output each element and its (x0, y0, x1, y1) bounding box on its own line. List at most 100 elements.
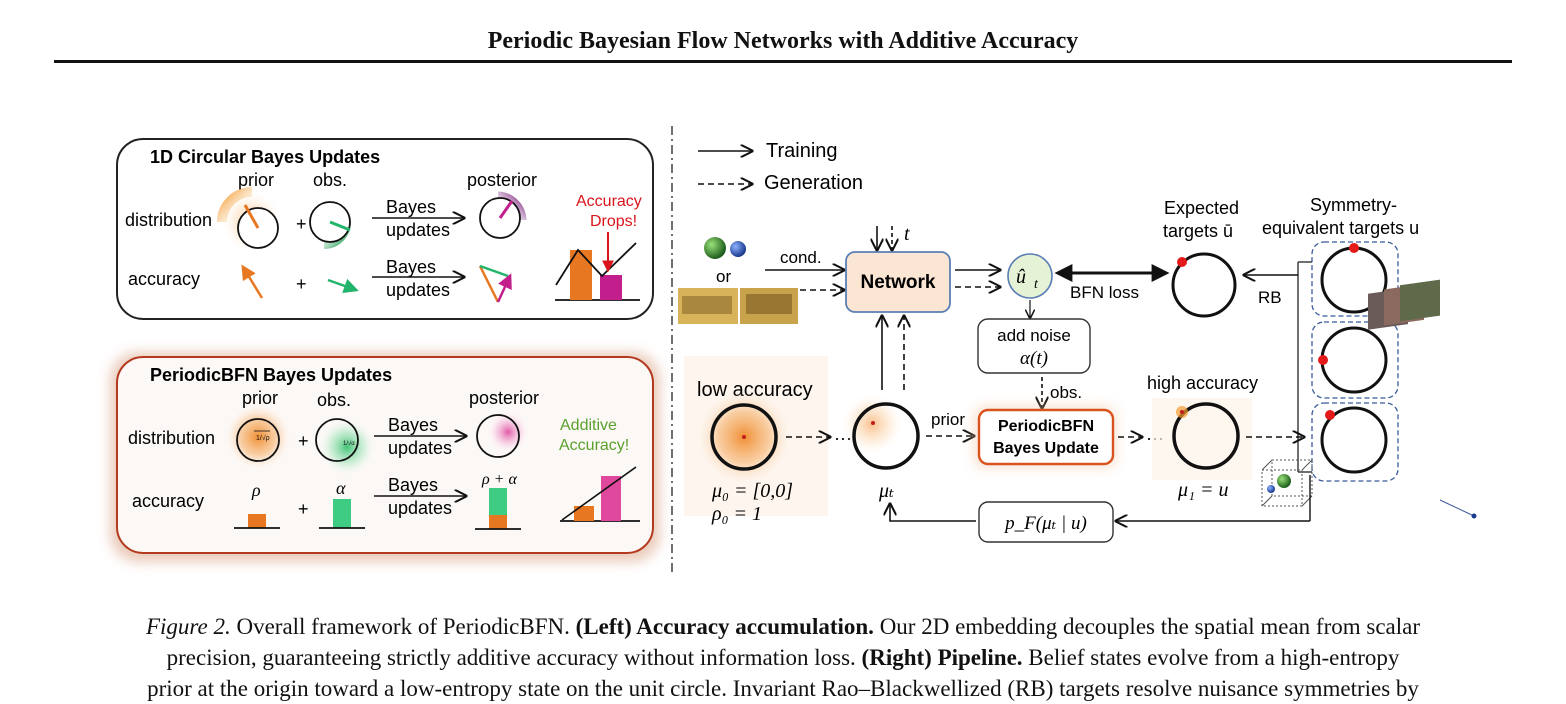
caption-line-2: precision, guaranteeing strictly additiv… (54, 642, 1512, 673)
expected-line2: targets ū (1163, 221, 1233, 241)
high-accuracy-circle (1172, 402, 1240, 470)
caption-right-text: Belief states evolve from a high-entropy (1022, 645, 1400, 670)
mu0-label: μ₀ = [0,0] (711, 480, 793, 502)
symmetry-line1: Symmetry- (1310, 195, 1397, 215)
pbfn-row-distribution: distribution (128, 428, 215, 448)
panel-1d-circular: 1D Circular Bayes Updates distribution a… (116, 138, 654, 320)
updates-label-2: updates (386, 280, 450, 300)
pbfn-bayes-1: Bayes (388, 415, 438, 435)
rb-label: RB (1258, 288, 1282, 307)
pbfn-plus-1: + (298, 431, 309, 451)
rho-bar (234, 514, 280, 529)
pbfn-updates-2: updates (388, 498, 452, 518)
symmetry-line2: equivalent targets u (1262, 218, 1419, 238)
high-accuracy-label: high accuracy (1147, 373, 1258, 393)
network-box: Network (845, 251, 951, 313)
prior-distribution-icon (217, 187, 282, 252)
prior-label-right: prior (931, 410, 965, 429)
add-noise-label: add noise (997, 326, 1071, 345)
accuracy-drops-line1: Accuracy (576, 193, 642, 210)
mu1-label: μ₁ = u (1177, 479, 1229, 501)
symmetry-target-2 (1311, 321, 1399, 399)
alpha-t-label: α(t) (1020, 348, 1048, 369)
pipeline-legend: Training Generation (698, 140, 863, 194)
obs-distribution-icon (309, 201, 351, 249)
figure: 1D Circular Bayes Updates distribution a… (110, 126, 1477, 572)
mut-circle (842, 394, 920, 470)
page-title: Periodic Bayesian Flow Networks with Add… (487, 28, 1079, 54)
figure-caption: Figure 2. Overall framework of PeriodicB… (54, 611, 1512, 704)
u-hat-node: û t (1007, 253, 1053, 299)
rho-plus-alpha-bar (475, 488, 521, 530)
title-rule (54, 60, 1512, 63)
bayes-label-1: Bayes (386, 197, 436, 217)
pbfn-prior-label: prior (242, 388, 278, 408)
pbfn-posterior-icon (476, 412, 528, 458)
caption-left-label: (Left) Accuracy accumulation. (575, 614, 874, 639)
rho-label: ρ (251, 480, 261, 500)
pbfn-plus-2: + (298, 499, 309, 519)
plus-sign: + (296, 214, 307, 234)
expected-target-circle (1171, 252, 1237, 318)
rho-plus-alpha-label: ρ + α (481, 471, 517, 488)
prior-label: prior (238, 170, 274, 190)
time-var: t (904, 223, 910, 245)
caption-line-3: prior at the origin toward a low-entropy… (147, 676, 1419, 701)
pbfn-prior-icon: 1/√ρ (226, 405, 290, 469)
posterior-distribution-icon (479, 191, 527, 239)
caption-left-text: Our 2D embedding decouples the spatial m… (873, 614, 1421, 639)
pbfn-row-accuracy: accuracy (132, 491, 204, 511)
input-molecule-icon (704, 237, 746, 259)
unit-cell-icon (1261, 459, 1313, 507)
caption-right-label: (Right) Pipeline. (861, 645, 1023, 670)
additive-line2: Accuracy! (559, 437, 629, 454)
pbfn-bayes-2: Bayes (388, 475, 438, 495)
low-accuracy-circle (698, 391, 790, 483)
row-accuracy-label: accuracy (128, 269, 200, 289)
symmetry-target-3 (1311, 402, 1399, 482)
update-line2: Bayes Update (993, 440, 1099, 457)
obs-accuracy-arrow (327, 278, 359, 294)
posterior-accuracy-triangle (478, 264, 512, 303)
accuracy-drops-line2: Drops! (590, 213, 637, 230)
plus-sign-2: + (296, 274, 307, 294)
pf-to-mut-arrow (890, 504, 976, 522)
caption-intro: Overall framework of PeriodicBFN. (230, 614, 576, 639)
obs-label: obs. (313, 170, 347, 190)
network-label: Network (861, 272, 936, 293)
obs-label-right: obs. (1050, 383, 1082, 402)
u-hat-sub: t (1034, 277, 1039, 292)
accuracy-drops-bars (555, 232, 640, 301)
alpha-label: α (336, 478, 346, 498)
legend-training: Training (766, 140, 838, 162)
expected-line1: Expected (1164, 198, 1239, 218)
panel-1d-title: 1D Circular Bayes Updates (150, 147, 380, 167)
caption-line2-a: precision, guaranteeing strictly additiv… (166, 645, 862, 670)
add-noise-box: add noise α(t) (977, 318, 1091, 374)
additive-bars (560, 466, 640, 522)
input-crystal-images (678, 288, 798, 324)
image-slices-icon (1368, 279, 1477, 519)
rho0-label: ρ₀ = 1 (711, 503, 762, 525)
caption-fig-label: Figure 2. (145, 614, 231, 639)
legend-generation: Generation (764, 172, 863, 194)
additive-line1: Additive (560, 417, 617, 434)
update-line1: PeriodicBFN (998, 418, 1094, 435)
posterior-label: posterior (467, 170, 537, 190)
pbfn-updates-1: updates (388, 438, 452, 458)
prior-accuracy-arrow (241, 264, 264, 299)
cond-label: cond. (780, 248, 822, 267)
pbfn-obs-glyph: 1/√α (343, 440, 355, 447)
pbfn-obs-label: obs. (317, 390, 351, 410)
pbfn-posterior-label: posterior (469, 388, 539, 408)
row-distribution-label: distribution (125, 210, 212, 230)
bayes-label-2: Bayes (386, 257, 436, 277)
input-or-label: or (716, 267, 731, 286)
bfn-loss-label: BFN loss (1070, 283, 1139, 302)
mut-label: μₜ (878, 480, 894, 502)
periodicbfn-update-box: PeriodicBFN Bayes Update (974, 406, 1116, 468)
panel-pbfn-title: PeriodicBFN Bayes Updates (150, 365, 392, 385)
panel-periodicbfn: PeriodicBFN Bayes Updates distribution a… (110, 352, 660, 562)
pbfn-prior-glyph: 1/√ρ (256, 434, 270, 442)
caption-line-1: Figure 2. Overall framework of PeriodicB… (54, 611, 1512, 642)
